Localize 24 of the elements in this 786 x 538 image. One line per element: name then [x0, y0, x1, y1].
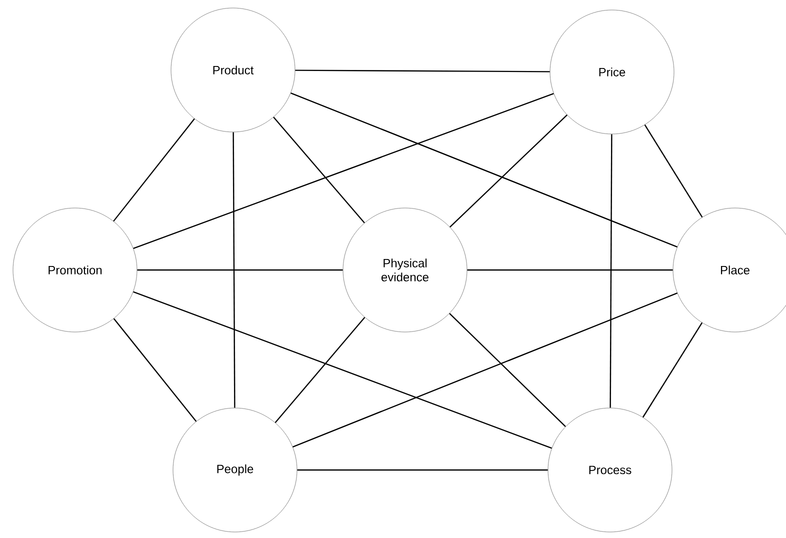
- connector-line: [274, 317, 366, 423]
- circle-node: Process: [548, 408, 672, 532]
- connector-line: [290, 92, 678, 248]
- circle-node: Product: [170, 8, 296, 132]
- connector-line: [133, 291, 552, 449]
- circle-node: Promotion: [12, 208, 138, 332]
- connector-line: [273, 116, 365, 224]
- circle-node: Price: [550, 10, 674, 134]
- connector-line: [467, 269, 673, 271]
- connector-line: [232, 132, 236, 408]
- connector-line: [137, 269, 343, 271]
- connector-line: [644, 124, 703, 218]
- connector-line: [297, 469, 548, 471]
- connector-line: [292, 292, 678, 448]
- connector-line: [113, 118, 195, 222]
- connector-line: [449, 313, 566, 427]
- connector-line: [642, 322, 703, 418]
- connector-line: [295, 70, 550, 72]
- connector-line: [610, 134, 612, 408]
- connector-line: [133, 92, 554, 250]
- connector-line: [450, 114, 568, 228]
- circle-node: People: [172, 408, 298, 532]
- circle-node: Physical evidence: [342, 208, 468, 332]
- connector-line: [113, 318, 197, 422]
